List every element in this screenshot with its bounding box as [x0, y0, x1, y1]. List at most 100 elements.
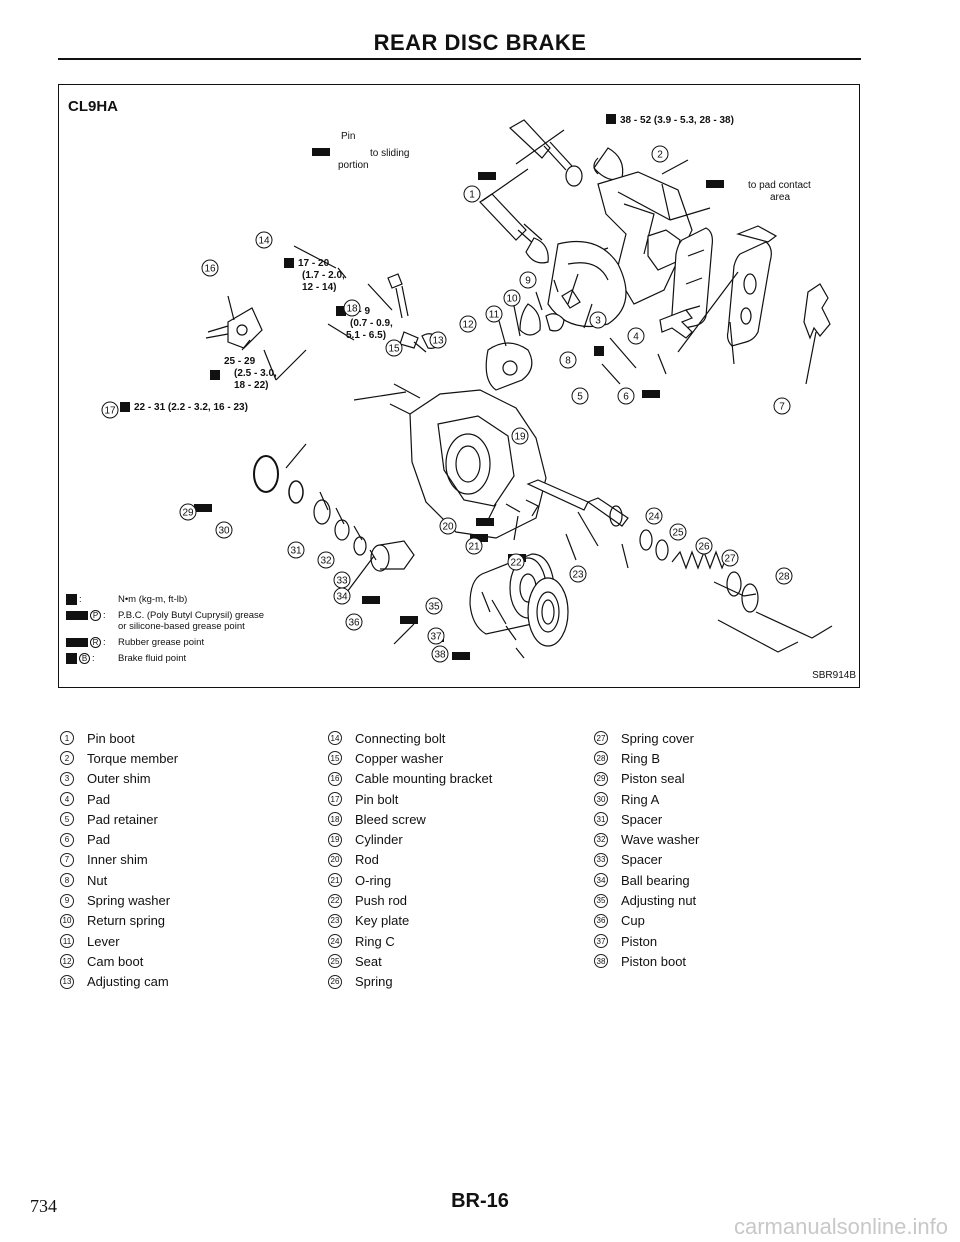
part-name: Lever — [87, 933, 120, 949]
part-callout-15: 15 — [385, 339, 403, 357]
svg-text:23: 23 — [572, 570, 584, 581]
legend-text: N•m (kg-m, ft-lb) — [118, 594, 188, 605]
part-name: Piston seal — [621, 771, 685, 787]
svg-text:13: 13 — [432, 336, 444, 347]
page-number: 734 — [30, 1196, 57, 1216]
callout-t16-c: 18 - 22) — [234, 380, 268, 391]
grease-chip-icon — [478, 172, 496, 180]
part-name: Ring C — [355, 933, 395, 949]
list-item: 26 Spring — [328, 972, 588, 992]
diagram-frame — [58, 84, 860, 688]
part-name: Spring — [355, 974, 393, 990]
svg-text:9: 9 — [525, 276, 531, 287]
part-callout-23: 23 — [569, 565, 587, 583]
torque-wrench-icon — [606, 114, 616, 124]
part-callout-19: 19 — [511, 427, 529, 445]
svg-text:21: 21 — [468, 542, 480, 553]
part-callout-7: 7 — [773, 397, 791, 415]
svg-text:27: 27 — [724, 554, 736, 565]
part-name: Cup — [621, 913, 645, 929]
part-name: Ball bearing — [621, 872, 690, 888]
part-name: Pin boot — [87, 730, 135, 746]
part-number: 12 — [60, 954, 74, 969]
part-number: 27 — [594, 731, 608, 746]
legend-row: : N•m (kg-m, ft-lb) — [66, 594, 366, 605]
part-number: 10 — [60, 913, 74, 928]
part-name: Key plate — [355, 913, 410, 929]
part-name: Push rod — [355, 893, 408, 909]
grease-chip-icon — [642, 390, 660, 398]
part-number: 14 — [328, 731, 342, 746]
brake-fluid-icon — [66, 653, 77, 664]
svg-text:1: 1 — [469, 190, 475, 201]
part-number: 38 — [594, 954, 608, 969]
part-name: Torque member — [87, 750, 179, 766]
part-name: Return spring — [87, 913, 166, 929]
part-callout-31: 31 — [287, 541, 305, 559]
part-name: Ring B — [621, 750, 661, 766]
pin-bolt-lower — [479, 193, 549, 264]
part-callout-17: 17 — [101, 401, 119, 419]
svg-text:37: 37 — [430, 632, 442, 643]
part-callout-33: 33 — [333, 571, 351, 589]
part-callout-1: 1 — [463, 185, 481, 203]
part-name: Spring cover — [621, 730, 694, 746]
callout-t14-c: 12 - 14) — [302, 282, 336, 293]
pin-boot-upper — [593, 147, 624, 181]
svg-text:26: 26 — [698, 542, 710, 553]
page-title: REAR DISC BRAKE — [373, 30, 587, 55]
part-number: 20 — [328, 852, 342, 867]
part-name: Wave washer — [621, 832, 700, 848]
svg-text:20: 20 — [442, 522, 454, 533]
part-name: Ring A — [621, 791, 660, 807]
part-number: 15 — [328, 751, 342, 766]
part-name: Rod — [355, 852, 379, 868]
part-name: Piston — [621, 933, 658, 949]
part-name: Connecting bolt — [355, 730, 446, 746]
svg-text:30: 30 — [218, 526, 230, 537]
part-name: Pin bolt — [355, 791, 399, 807]
piston-boot-shape — [527, 577, 569, 647]
part-callout-20: 20 — [439, 517, 457, 535]
svg-text:18: 18 — [346, 304, 358, 315]
piston-seal-shape — [253, 455, 279, 493]
part-number: 19 — [328, 832, 342, 847]
part-number: 33 — [594, 852, 608, 867]
grease-P-icon: P — [90, 610, 101, 621]
svg-text:16: 16 — [204, 264, 216, 275]
part-number: 3 — [60, 771, 74, 786]
spring-shape — [671, 550, 729, 570]
part-name: Spacer — [621, 811, 663, 827]
part-callout-3: 3 — [589, 311, 607, 329]
part-number: 36 — [594, 913, 608, 928]
svg-text:10: 10 — [506, 294, 518, 305]
lever-assembly-shape — [485, 289, 581, 391]
part-number: 17 — [328, 792, 342, 807]
grease-chip-icon — [452, 652, 470, 660]
part-name: Spring washer — [87, 893, 171, 909]
part-number: 8 — [60, 873, 74, 888]
part-callout-12: 12 — [459, 315, 477, 333]
part-callout-29: 29 — [179, 503, 197, 521]
part-callout-27: 27 — [721, 549, 739, 567]
part-number: 5 — [60, 812, 74, 827]
part-name: Pad retainer — [87, 811, 158, 827]
grease-chip-icon — [470, 534, 488, 542]
part-callout-38: 38 — [431, 645, 449, 663]
part-number: 26 — [328, 974, 342, 989]
pad-retainer-shape — [659, 309, 693, 339]
part-callout-2: 2 — [651, 145, 669, 163]
callout-to-sliding: to sliding — [370, 148, 409, 159]
part-callout-6: 6 — [617, 387, 635, 405]
